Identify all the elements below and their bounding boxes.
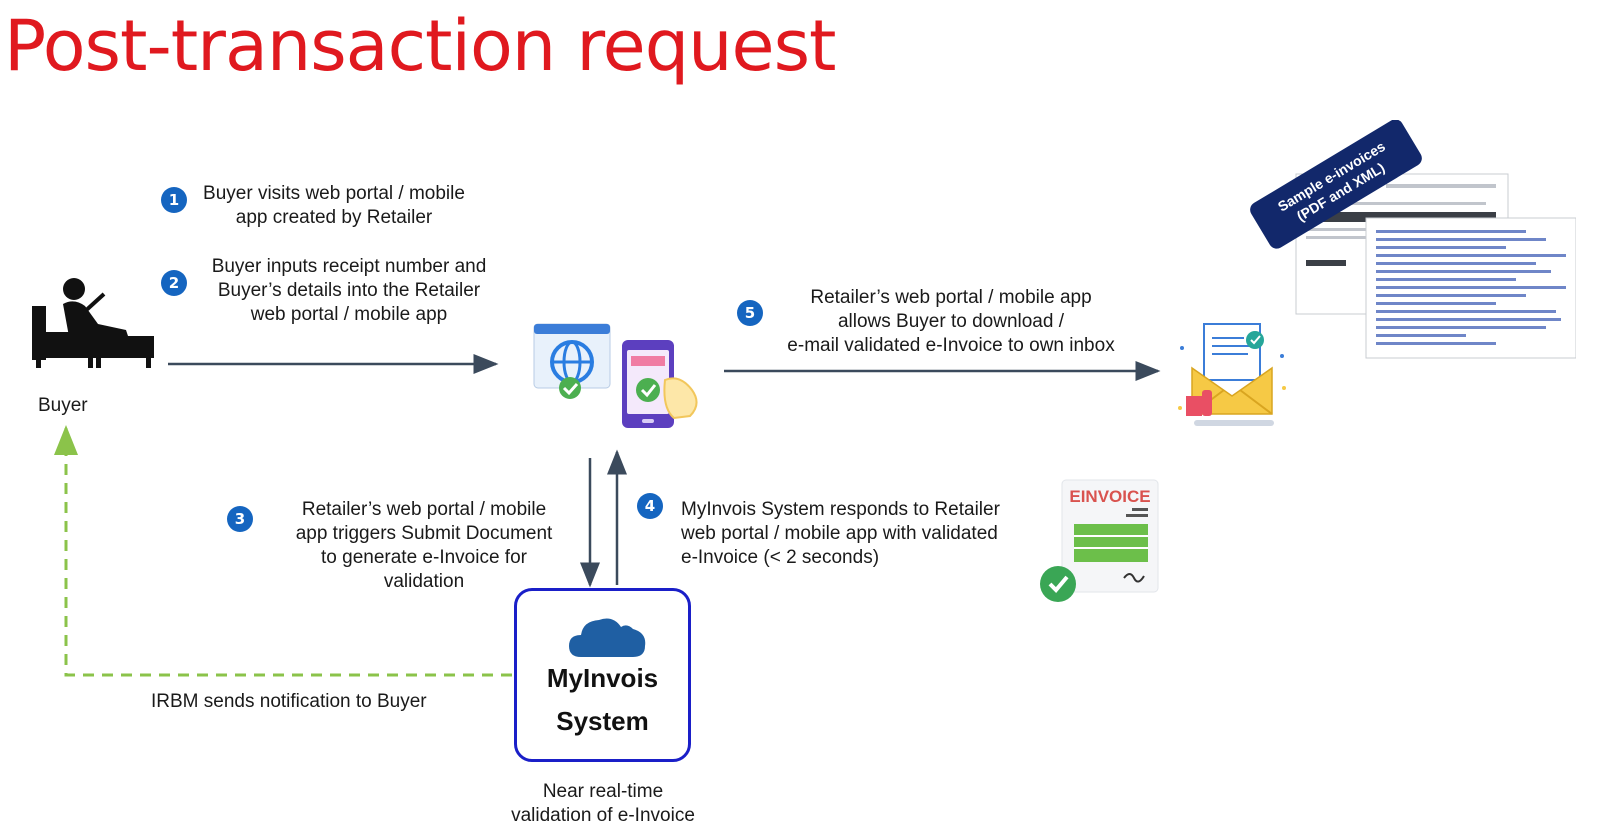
email-inbox-icon: [1178, 323, 1286, 426]
step-4-line-1: MyInvois System responds to Retailer: [681, 499, 1000, 520]
sample-einvoices-documents: Sample e-invoices (PDF and XML): [1250, 120, 1576, 359]
step-2-line-1: Buyer inputs receipt number and: [211, 256, 487, 277]
step-4-badge: 4: [637, 493, 663, 519]
myinvois-name-line-2: System: [556, 706, 649, 736]
step-1-line-1: Buyer visits web portal / mobile: [203, 183, 465, 204]
step-5-text: Retailer’s web portal / mobile app allow…: [766, 286, 1136, 358]
step-2-line-3: web portal / mobile app: [250, 304, 448, 325]
myinvois-caption-line-2: validation of e-Invoice: [511, 805, 695, 826]
step-5-line-3: e-mail validated e-Invoice to own inbox: [787, 335, 1115, 356]
einvoice-document-icon: EINVOICE: [1040, 479, 1159, 602]
step-3-line-4: validation: [383, 571, 465, 592]
step-2-line-2: Buyer’s details into the Retailer: [217, 280, 481, 301]
step-5-line-1: Retailer’s web portal / mobile app: [810, 287, 1092, 308]
einvoice-icon-label: EINVOICE: [1069, 487, 1150, 506]
step-5-line-2: allows Buyer to download /: [837, 311, 1064, 332]
myinvois-system-box: MyInvois System: [514, 588, 691, 762]
step-4-line-2: web portal / mobile app with validated: [681, 523, 998, 544]
step-5-badge: 5: [737, 300, 763, 326]
step-4-text: MyInvois System responds to Retailer web…: [681, 498, 1041, 570]
step-1-badge: 1: [161, 187, 187, 213]
step-3-text: Retailer’s web portal / mobile app trigg…: [274, 498, 574, 594]
notification-dashed-arrow: [54, 425, 512, 677]
step-2-text: Buyer inputs receipt number and Buyer’s …: [194, 255, 504, 327]
step-3-line-2: app triggers Submit Document: [295, 523, 553, 544]
myinvois-system-name: MyInvois System: [517, 657, 688, 743]
step-4-line-3: e-Invoice (< 2 seconds): [681, 547, 880, 568]
step-3-line-3: to generate e-Invoice for: [321, 547, 527, 568]
myinvois-caption-line-1: Near real-time: [542, 781, 664, 802]
step-3-badge: 3: [227, 506, 253, 532]
step-1-line-2: app created by Retailer: [235, 207, 433, 228]
buyer-label: Buyer: [38, 395, 88, 416]
step-3-line-1: Retailer’s web portal / mobile: [301, 499, 547, 520]
step-2-badge: 2: [161, 270, 187, 296]
notification-label: IRBM sends notification to Buyer: [151, 691, 427, 712]
myinvois-caption: Near real-time validation of e-Invoice: [468, 780, 738, 828]
buyer-on-sofa-icon: [32, 278, 154, 368]
myinvois-name-line-1: MyInvois: [546, 663, 659, 693]
cloud-icon: [569, 618, 646, 657]
page-title: Post-transaction request: [4, 5, 836, 87]
step-1-text: Buyer visits web portal / mobile app cre…: [194, 182, 474, 230]
web-portal-mobile-app-icon: [533, 323, 698, 428]
